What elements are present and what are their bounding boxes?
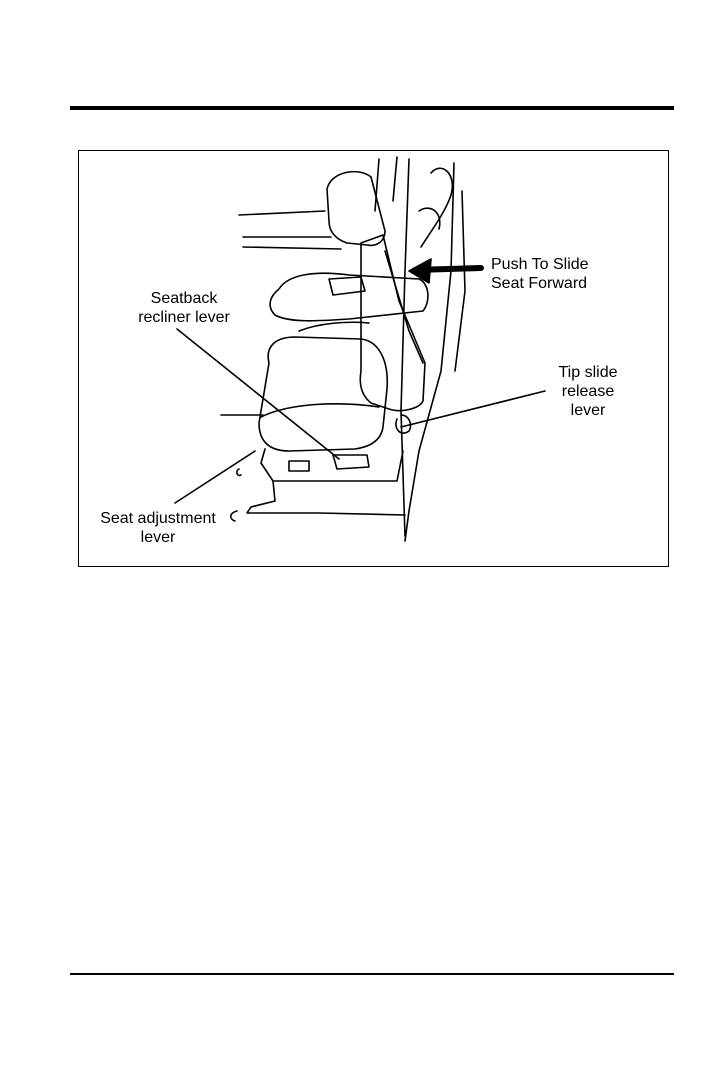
headrest [327, 172, 385, 246]
leader-recliner [177, 329, 339, 459]
seat-adjustment-lever-label: Seat adjustment lever [83, 509, 233, 547]
seat-illustration-figure: Seatback recliner lever Push To Slide Se… [78, 150, 669, 567]
door-frame-line [401, 159, 409, 536]
seatback [360, 235, 425, 411]
door-frame-line [455, 191, 465, 371]
tip-slide-lever [396, 415, 411, 433]
footer-rule [70, 973, 674, 975]
header-rule [70, 106, 674, 110]
seatback-recliner-lever-label: Seatback recliner lever [109, 289, 259, 327]
seat-cushion-lower [259, 337, 387, 451]
tip-slide-release-lever-label: Tip slide release lever [543, 363, 633, 420]
seat-adjust-handle [289, 461, 309, 471]
seat-rail [247, 481, 405, 515]
push-to-slide-label: Push To Slide Seat Forward [491, 255, 611, 293]
seat-illustration [79, 151, 669, 567]
pointer-line [243, 247, 341, 249]
door-frame-line [393, 157, 397, 201]
recliner-lever-handle [333, 455, 369, 469]
pointer-line [239, 211, 325, 215]
door-frame-line [405, 163, 454, 541]
leader-seat-adjust [175, 451, 255, 503]
